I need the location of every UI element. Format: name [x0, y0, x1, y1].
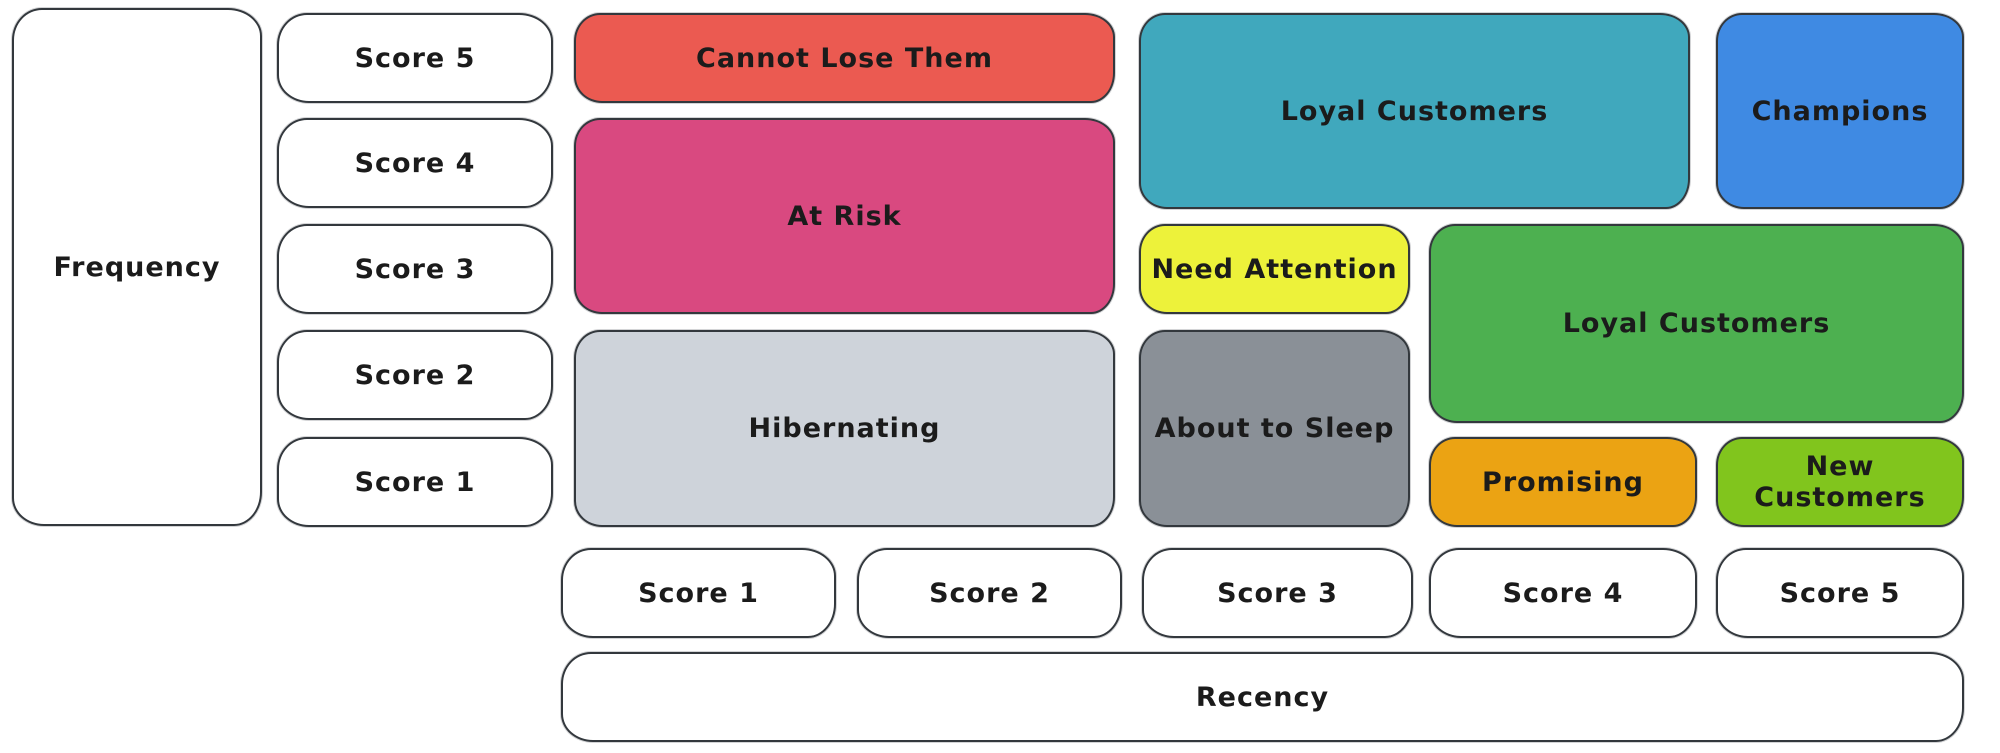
recency-score-2-label: Score 2 — [929, 577, 1050, 609]
segment-loyal-customers-green: Loyal Customers — [1429, 224, 1964, 423]
frequency-score-3-box: Score 3 — [277, 224, 553, 314]
segment-promising-label: Promising — [1482, 466, 1644, 498]
segment-at-risk-label: At Risk — [787, 200, 902, 232]
recency-score-5-box: Score 5 — [1716, 548, 1964, 638]
frequency-score-4-box: Score 4 — [277, 118, 553, 208]
segment-need-attention: Need Attention — [1139, 224, 1410, 314]
frequency-score-4-label: Score 4 — [354, 147, 476, 179]
frequency-axis-label: Frequency — [53, 251, 221, 283]
segment-hibernating: Hibernating — [574, 330, 1115, 527]
frequency-score-1-label: Score 1 — [354, 466, 476, 498]
segment-about-to-sleep: About to Sleep — [1139, 330, 1410, 527]
recency-score-1-box: Score 1 — [561, 548, 836, 638]
recency-axis-label: Recency — [1195, 681, 1330, 713]
segment-loyal-customers-teal-label: Loyal Customers — [1280, 95, 1549, 127]
segment-cannot-lose-them: Cannot Lose Them — [574, 13, 1115, 103]
segment-champions: Champions — [1716, 13, 1964, 209]
recency-score-4-box: Score 4 — [1429, 548, 1697, 638]
frequency-score-3-label: Score 3 — [354, 253, 476, 285]
segment-about-to-sleep-label: About to Sleep — [1154, 413, 1395, 444]
frequency-score-5-box: Score 5 — [277, 13, 553, 103]
segment-cannot-lose-them-label: Cannot Lose Them — [696, 42, 993, 74]
segment-hibernating-label: Hibernating — [748, 413, 941, 444]
frequency-score-2-label: Score 2 — [354, 359, 476, 391]
frequency-score-1-box: Score 1 — [277, 437, 553, 527]
recency-axis-box: Recency — [561, 652, 1964, 742]
recency-score-3-box: Score 3 — [1142, 548, 1413, 638]
frequency-score-5-label: Score 5 — [354, 42, 476, 74]
recency-score-2-box: Score 2 — [857, 548, 1122, 638]
segment-new-customers: New Customers — [1716, 437, 1964, 527]
recency-score-3-label: Score 3 — [1217, 577, 1338, 609]
recency-score-5-label: Score 5 — [1779, 577, 1901, 609]
segment-new-customers-label: New Customers — [1754, 451, 1926, 513]
recency-score-1-label: Score 1 — [638, 577, 759, 609]
frequency-score-2-box: Score 2 — [277, 330, 553, 420]
frequency-axis-box: Frequency — [12, 8, 262, 526]
segment-need-attention-label: Need Attention — [1151, 253, 1398, 285]
segment-promising: Promising — [1429, 437, 1697, 527]
segment-loyal-customers-teal: Loyal Customers — [1139, 13, 1690, 209]
segment-at-risk: At Risk — [574, 118, 1115, 314]
recency-score-4-label: Score 4 — [1502, 577, 1624, 609]
segment-loyal-customers-green-label: Loyal Customers — [1562, 308, 1831, 339]
segment-champions-label: Champions — [1751, 95, 1929, 127]
